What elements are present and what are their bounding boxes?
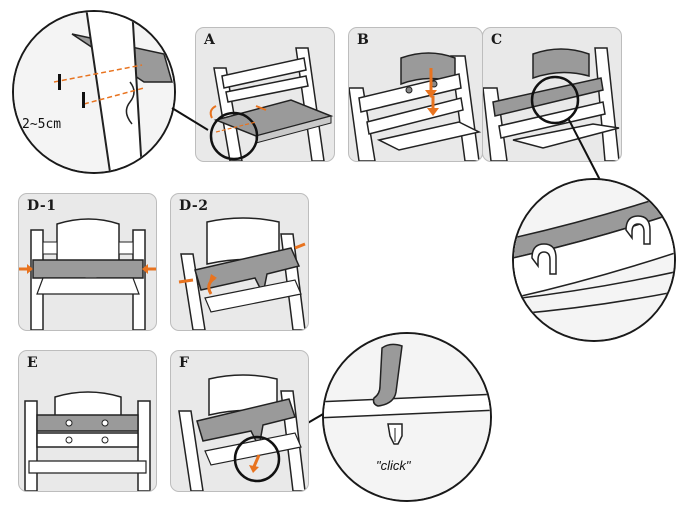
step-b-label: B	[357, 32, 370, 48]
step-d2-illustration	[178, 217, 306, 330]
step-e-illustration	[24, 391, 151, 491]
step-c-illustration	[483, 47, 620, 161]
step-e-label: E	[27, 355, 39, 371]
height-detail-drawing	[14, 12, 174, 172]
step-e-panel: E	[18, 350, 157, 492]
step-f-panel: F	[170, 350, 309, 492]
step-f-illustration	[178, 374, 306, 491]
step-d1-label: D-1	[27, 198, 57, 214]
click-detail-drawing	[324, 334, 490, 500]
detail-circle-click: "click"	[322, 332, 492, 502]
detail-circle-rail-hooks	[512, 178, 676, 342]
step-c-label: C	[491, 32, 503, 48]
step-a-panel: A	[195, 27, 335, 162]
step-d2-label: D-2	[179, 198, 209, 214]
rail-hooks-detail-drawing	[514, 180, 674, 340]
click-sound-label: "click"	[376, 458, 411, 473]
step-a-label: A	[204, 32, 216, 48]
step-d1-panel: D-1	[18, 193, 157, 331]
step-b-panel: B	[348, 27, 483, 162]
step-a-illustration	[209, 47, 334, 161]
detail-circle-height: 2~5cm	[12, 10, 176, 174]
step-c-panel: C	[482, 27, 622, 162]
step-d2-panel: D-2	[170, 193, 309, 331]
step-d1-illustration	[19, 218, 156, 330]
step-b-illustration	[349, 52, 482, 161]
height-measurement-label: 2~5cm	[22, 117, 62, 132]
step-f-label: F	[179, 355, 190, 371]
